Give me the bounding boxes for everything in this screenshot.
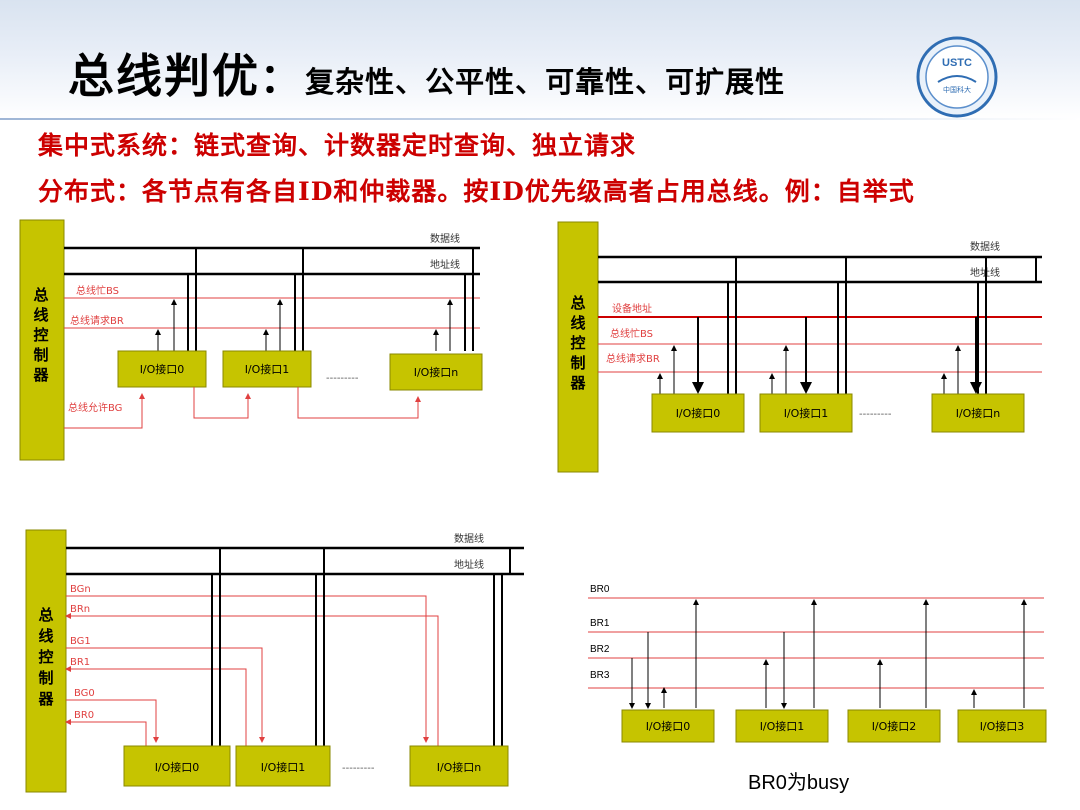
signal-label: BRn bbox=[70, 604, 90, 615]
header-divider bbox=[0, 118, 1080, 120]
io-label: I/O接口0 bbox=[140, 363, 185, 376]
io-interface-box bbox=[759, 393, 853, 433]
io-interface-box bbox=[735, 709, 829, 743]
self-selection-diagram: BR0 BR1 BR2 BR3 I/O接口0 I/O接口1 I/O接口2 I/O… bbox=[584, 578, 1050, 756]
signal-label: 总线请求BR bbox=[70, 314, 124, 327]
controller-char: 线 bbox=[38, 627, 53, 645]
io-label: I/O接口0 bbox=[646, 720, 691, 733]
controller-char: 控 bbox=[33, 326, 48, 344]
signal-label: BGn bbox=[70, 584, 91, 595]
io-interface-box bbox=[222, 350, 312, 388]
signal-label: 设备地址 bbox=[612, 302, 652, 315]
signal-label: 总线请求BR bbox=[606, 352, 660, 365]
io-interface-box bbox=[621, 709, 715, 743]
controller-char: 总 bbox=[38, 606, 53, 624]
ellipsis: --------- bbox=[859, 409, 892, 420]
busy-caption: BR0为busy bbox=[748, 772, 850, 794]
controller-char: 制 bbox=[570, 354, 585, 372]
io-interface-box bbox=[123, 745, 231, 787]
io-label: I/O接口0 bbox=[155, 761, 200, 774]
header-band bbox=[0, 0, 1080, 120]
io-label: I/O接口1 bbox=[784, 407, 829, 420]
data-bus-label: 数据线 bbox=[970, 240, 1000, 253]
br-label: BR3 bbox=[590, 670, 610, 681]
io-label: I/O接口1 bbox=[261, 761, 306, 774]
signal-label: BR1 bbox=[70, 657, 90, 668]
bus-controller-box bbox=[25, 529, 67, 793]
io-interface-box bbox=[235, 745, 331, 787]
controller-char: 控 bbox=[570, 334, 585, 352]
logo-text: USTC bbox=[942, 57, 972, 69]
signal-label: 总线忙BS bbox=[610, 327, 653, 340]
io-interface-box bbox=[409, 745, 509, 787]
io-label: I/O接口n bbox=[437, 761, 482, 774]
daisy-chain-diagram: 总 线 控 制 器 数据线 地址线 总线忙BS 总线请求BR 总线允许BG I/… bbox=[18, 218, 488, 462]
controller-char: 控 bbox=[38, 648, 53, 666]
io-label: I/O接口1 bbox=[245, 363, 290, 376]
signal-label: 总线忙BS bbox=[76, 284, 119, 297]
io-label: I/O接口2 bbox=[872, 720, 917, 733]
data-bus-label: 数据线 bbox=[430, 232, 460, 245]
br-label: BR2 bbox=[590, 644, 610, 655]
ellipsis: --------- bbox=[326, 373, 359, 384]
address-bus-label: 地址线 bbox=[454, 558, 484, 571]
logo-subtext: 中国科大 bbox=[943, 85, 971, 94]
io-label: I/O接口n bbox=[414, 366, 459, 379]
controller-char: 器 bbox=[569, 374, 586, 392]
controller-char: 制 bbox=[33, 346, 48, 364]
io-interface-box bbox=[847, 709, 941, 743]
bus-controller-box bbox=[19, 219, 65, 461]
title-main: 总线判优 bbox=[68, 49, 260, 103]
bus-controller-box bbox=[557, 221, 599, 473]
signal-label: 总线允许BG bbox=[68, 401, 122, 414]
io-interface-box bbox=[931, 393, 1025, 433]
io-interface-box bbox=[651, 393, 745, 433]
br-label: BR1 bbox=[590, 618, 610, 629]
io-interface-box bbox=[117, 350, 207, 388]
io-interface-box bbox=[957, 709, 1047, 743]
ustc-logo: USTC 中国科大 bbox=[916, 36, 998, 118]
address-bus-label: 地址线 bbox=[430, 258, 460, 271]
io-label: I/O接口1 bbox=[760, 720, 805, 733]
ellipsis: --------- bbox=[342, 763, 375, 774]
io-label: I/O接口0 bbox=[676, 407, 721, 420]
title-subtitle: 复杂性、公平性、可靠性、可扩展性 bbox=[305, 65, 786, 99]
io-label: I/O接口3 bbox=[980, 720, 1025, 733]
br-label: BR0 bbox=[590, 584, 610, 595]
title-colon: ： bbox=[260, 55, 300, 102]
controller-char: 总 bbox=[33, 286, 48, 304]
signal-label: BR0 bbox=[74, 710, 94, 721]
controller-char: 总 bbox=[570, 294, 585, 312]
independent-request-diagram: 总 线 控 制 器 数据线 地址线 BGn BRn BG1 BR1 BG0 BR… bbox=[24, 528, 530, 796]
controller-char: 器 bbox=[32, 366, 49, 384]
slide-title: 总线判优： 复杂性、公平性、可靠性、可扩展性 bbox=[68, 40, 785, 110]
controller-char: 器 bbox=[37, 690, 54, 708]
controller-char: 线 bbox=[570, 314, 585, 332]
io-label: I/O接口n bbox=[956, 407, 1001, 420]
data-bus-label: 数据线 bbox=[454, 532, 484, 545]
io-interface-box bbox=[389, 353, 483, 391]
counter-polling-diagram: 总 线 控 制 器 数据线 地址线 设备地址 总线忙BS 总线请求BR I/O接… bbox=[556, 220, 1046, 476]
controller-char: 制 bbox=[38, 669, 53, 687]
distributed-line: 分布式：各节点有各自ID和仲裁器。按ID优先级高者占用总线。例：自举式 bbox=[38, 177, 915, 206]
signal-label: BG0 bbox=[74, 688, 95, 699]
signal-label: BG1 bbox=[70, 636, 91, 647]
controller-char: 线 bbox=[33, 306, 48, 324]
centralized-line: 集中式系统：链式查询、计数器定时查询、独立请求 bbox=[38, 131, 637, 160]
